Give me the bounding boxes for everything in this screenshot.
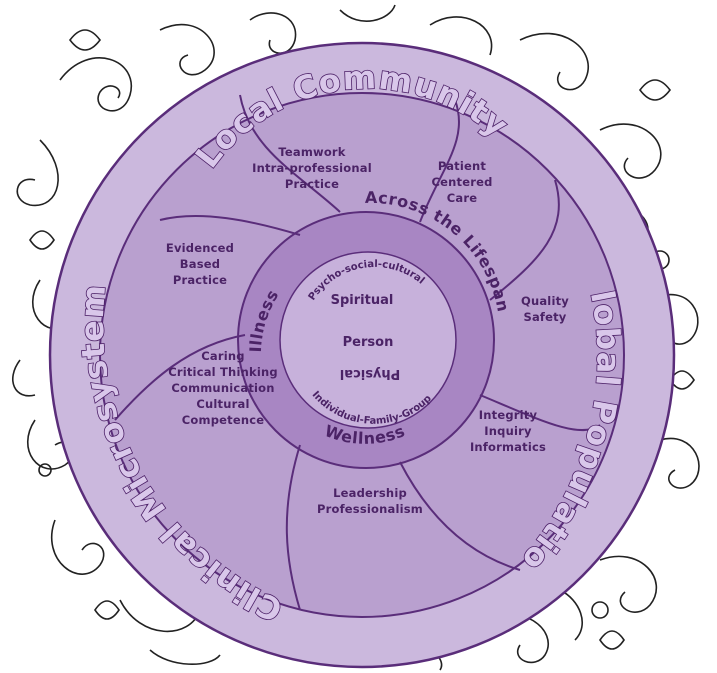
segment-line: Competence xyxy=(182,413,264,427)
segment-line: Based xyxy=(180,257,220,271)
segment-line: Critical Thinking xyxy=(168,365,278,379)
segment-line: Evidenced xyxy=(166,241,234,255)
segment-line: Practice xyxy=(173,273,227,287)
segment-line: Integrity xyxy=(479,408,538,422)
segment-line: Practice xyxy=(285,177,339,191)
core-physical: Physical xyxy=(340,366,400,381)
segment-line: Inquiry xyxy=(484,424,532,438)
segment-line: Communication xyxy=(171,381,274,395)
segment-line: Intra-professional xyxy=(252,161,372,175)
core-disc xyxy=(279,251,457,429)
segment-line: Patient xyxy=(438,159,487,173)
segment-line: Safety xyxy=(523,310,566,324)
segment-line: Care xyxy=(447,191,477,205)
core-spiritual: Spiritual xyxy=(331,293,394,308)
core-person: Person xyxy=(343,335,394,350)
segment-line: Teamwork xyxy=(278,145,345,159)
segment-line: Centered xyxy=(431,175,492,189)
segment-line: Quality xyxy=(521,294,569,308)
segment-dividers xyxy=(114,94,601,611)
segment-line: Cultural xyxy=(196,397,249,411)
segment-line: Professionalism xyxy=(317,502,423,516)
segment-line: Leadership xyxy=(333,486,407,500)
segment-line: Informatics xyxy=(470,440,546,454)
segment-line: Caring xyxy=(201,349,244,363)
